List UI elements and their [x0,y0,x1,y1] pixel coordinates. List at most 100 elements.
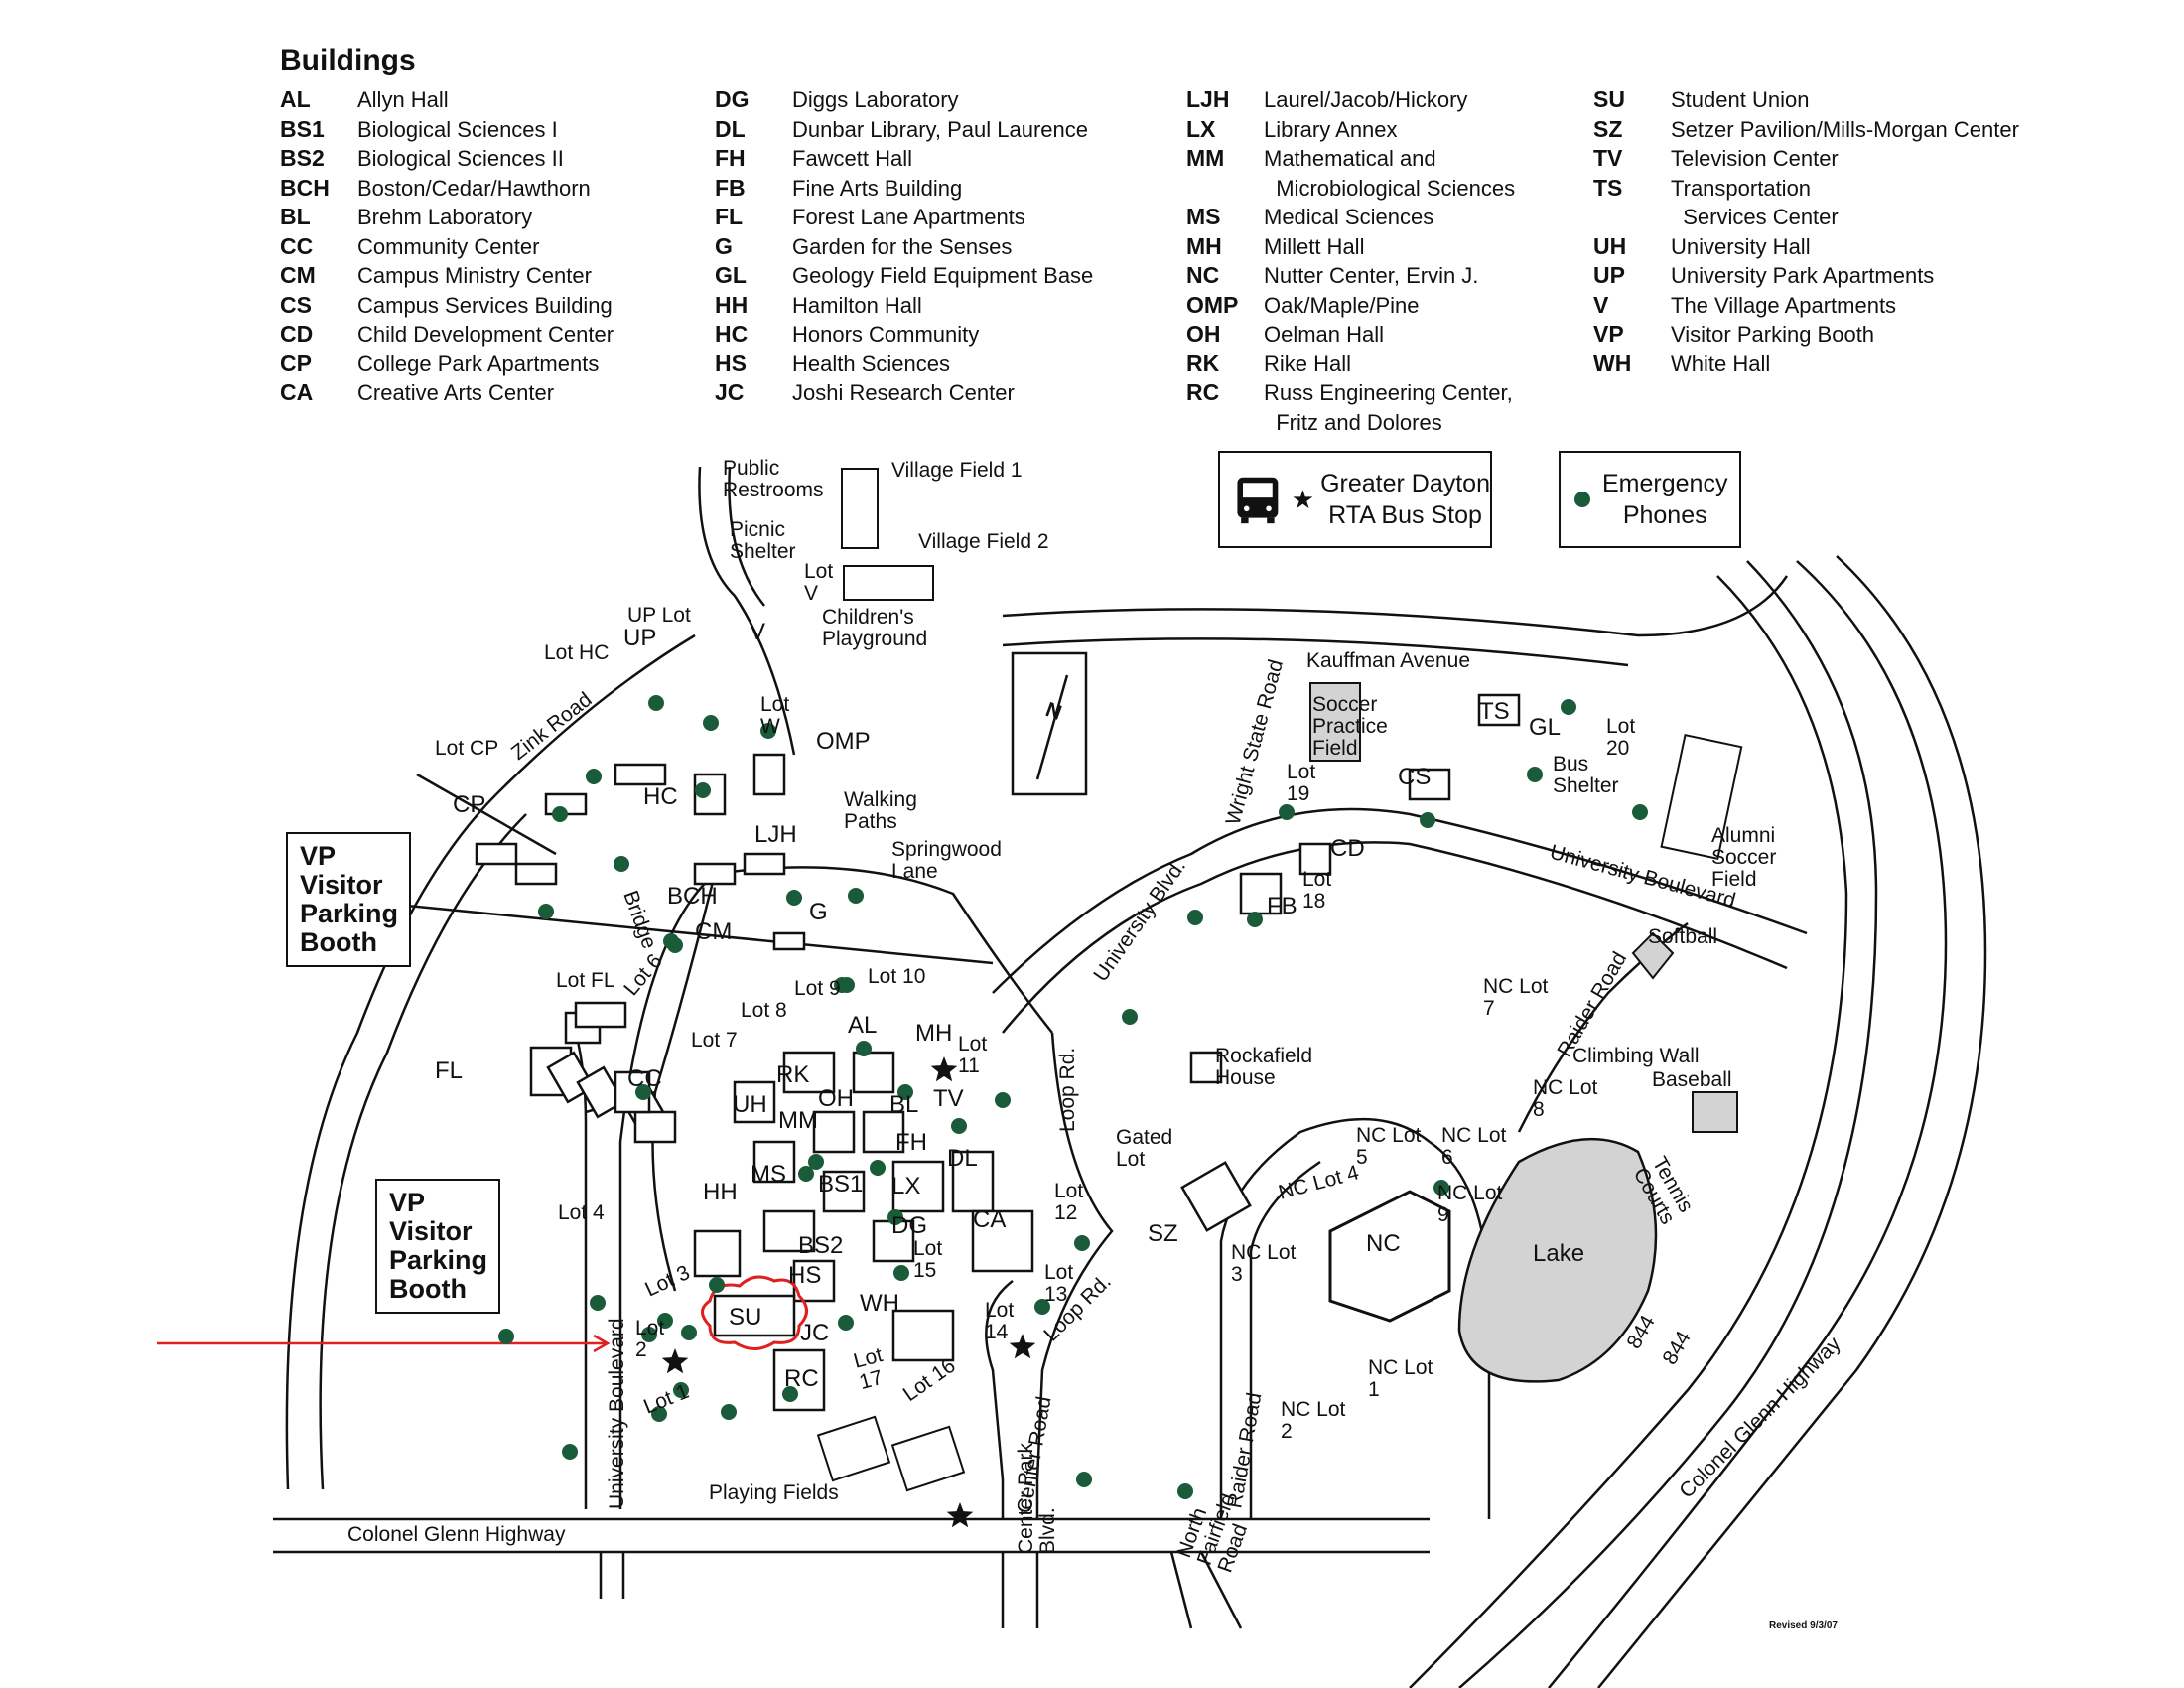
emergency-phone-dot [1187,910,1203,925]
building-code: BL [280,204,311,229]
building-name: Brehm Laboratory [357,205,533,229]
label-bl: BL [889,1091,918,1118]
label-softball: Softball [1648,925,1717,948]
emergency-phone-dot [834,977,850,993]
emergency-phone-dot [586,769,602,784]
building-code: CS [280,291,312,318]
vp-booth-south-label: VP Visitor Parking Booth [389,1188,488,1304]
building-name: Health Sciences [792,351,950,376]
emergency-phone-dot [657,1313,673,1329]
building-name: Millett Hall [1264,233,1365,259]
building-name: Biological Sciences I [357,116,558,142]
building-name: College Park Apartments [357,351,600,376]
label-village-field-2: Village Field 2 [918,530,1049,553]
emergency-phone-dot [848,888,864,904]
building-code: RK [1186,350,1220,376]
emergency-phone-dot [951,1118,967,1134]
label-nc-lot-4: NC Lot 4 [1276,1161,1361,1204]
label-bs2: BS2 [798,1232,843,1259]
building-code: MM [1186,145,1225,171]
building-entry-dl: DL Dunbar Library, Paul Laurence [715,115,1093,145]
building-code: UH [1593,232,1627,259]
bus-stops [661,1056,1036,1528]
emergency-phone-dot [856,1041,872,1056]
building-name: Student Union [1671,87,1810,112]
building-name: Child Development Center [357,322,614,347]
bus-stop-star-icon [946,1502,974,1528]
label-lot-10: Lot 10 [868,965,925,988]
building-code: OH [1186,321,1221,347]
label-lake: Lake [1533,1240,1584,1267]
emergency-phones [498,695,1648,1499]
building-code: BS2 [280,145,325,171]
emergency-phone-dot [695,782,711,798]
building-code: HH [715,291,749,318]
building-name: Geology Field Equipment Base [792,263,1094,288]
building-code: DL [715,115,746,142]
building-name: Medical Sciences [1264,205,1434,229]
building-name: University Park Apartments [1671,263,1935,288]
building-code: BS1 [280,115,325,142]
label-loop-rd-1: Loop Rd. [1056,1048,1079,1132]
building-name: Honors Community [792,322,980,347]
label-colonel-glenn-highway: Colonel Glenn Highway [347,1523,566,1546]
label-up: UP [623,625,656,651]
label-ms: MS [751,1161,786,1188]
emergency-phone-dot [870,1160,886,1176]
label-ts: TS [1479,698,1510,725]
building-code: JC [715,379,745,405]
label-north-fairfield-road: NorthFairfieldRoad [1172,1483,1261,1576]
building-name: Forest Lane Apartments [792,205,1025,229]
emergency-phone-dot [1561,699,1576,715]
label-lot-17: Lot17 [851,1343,890,1394]
label-center-park-blvd: Center ParkBlvd. [1015,1442,1059,1554]
emergency-legend-label: Emergency Phones [1602,470,1728,529]
label-jc: JC [800,1320,829,1346]
building-name: Laurel/Jacob/Hickory [1264,87,1468,112]
building-name: Dunbar Library, Paul Laurence [792,116,1088,142]
label-ca: CA [973,1206,1006,1233]
bus-stop-legend-label: Greater Dayton RTA Bus Stop [1320,470,1490,529]
label-lot-cp: Lot CP [435,737,498,760]
building-code: OMP [1186,291,1239,318]
building-code: HS [715,350,747,376]
emergency-phone-dot [663,933,679,949]
emergency-phone-dot [798,1166,814,1182]
building-code: VP [1593,321,1624,347]
soccer-practice-field-shape [1309,682,1361,762]
emergency-phones-legend: Emergency Phones [1559,451,1741,548]
label-mh: MH [915,1020,952,1047]
building-code: BCH [280,174,330,201]
emergency-phone-dot [1527,767,1543,782]
emergency-phone-dot [995,1092,1011,1108]
label-fl: FL [435,1057,463,1084]
label-mm: MM [778,1107,818,1134]
building-code: V [1593,291,1609,318]
revised-date: Revised 9/3/07 [1769,1620,1838,1631]
building-code: CA [280,379,314,405]
building-name: Fawcett Hall [792,146,913,171]
building-name: Setzer Pavilion/Mills-Morgan Center [1671,116,2019,142]
